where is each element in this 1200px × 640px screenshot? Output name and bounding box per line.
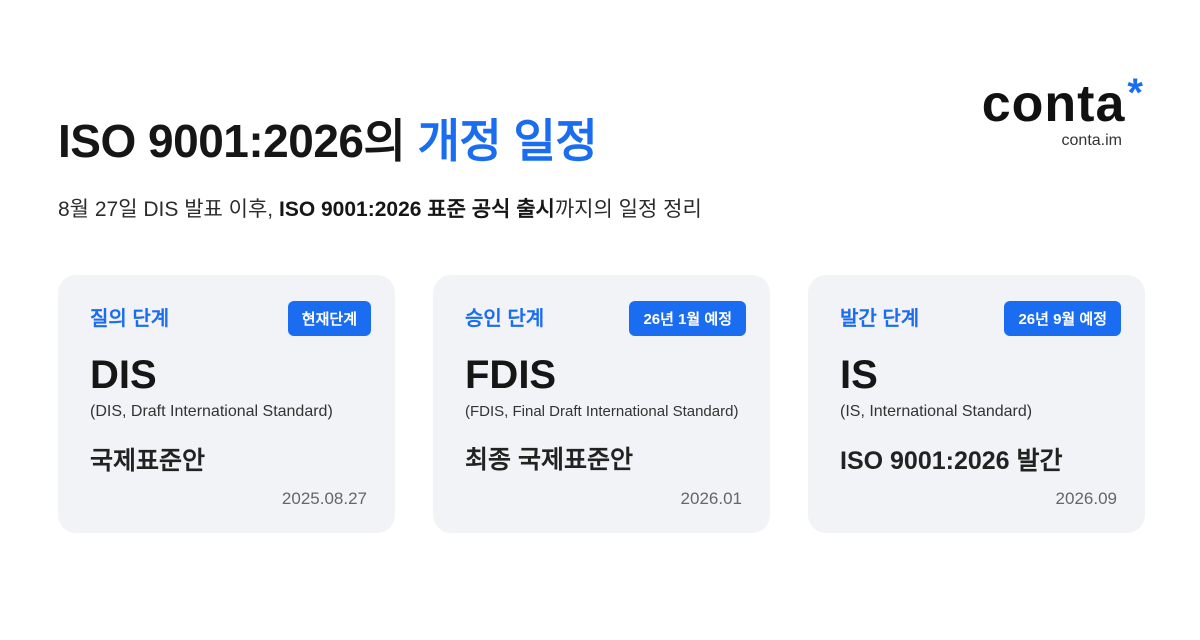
stage-card-is: 발간 단계 26년 9월 예정 IS (IS, International St… [808, 275, 1145, 533]
subtitle-pre: 8월 27일 DIS 발표 이후, [58, 198, 279, 221]
status-badge: 26년 1월 예정 [629, 301, 746, 336]
stage-label: 질의 단계 [90, 308, 170, 330]
stage-full-name: (DIS, Draft International Standard) [90, 403, 333, 420]
stage-code: FDIS [465, 353, 557, 397]
logo-domain: conta.im [1061, 132, 1122, 149]
status-badge: 현재단계 [287, 301, 371, 336]
page-title: ISO 9001:2026의 개정 일정 [58, 112, 598, 170]
stage-label: 승인 단계 [465, 308, 545, 330]
page-subtitle: 8월 27일 DIS 발표 이후, ISO 9001:2026 표준 공식 출시… [58, 193, 702, 223]
logo-wordmark: conta* [981, 71, 1144, 133]
logo-star-icon: * [1127, 71, 1144, 115]
stage-date: 2026.09 [1055, 489, 1117, 508]
stage-korean-name: 국제표준안 [90, 447, 206, 475]
stage-code: DIS [90, 353, 157, 397]
subtitle-post: 까지의 일정 정리 [554, 198, 702, 221]
conta-logo: conta* conta.im [981, 71, 1144, 150]
title-accent: 개정 일정 [417, 115, 598, 167]
stage-date: 2026.01 [680, 489, 742, 508]
stage-korean-name: 최종 국제표준안 [465, 446, 633, 474]
schedule-cards: 질의 단계 현재단계 DIS (DIS, Draft International… [58, 275, 1145, 533]
stage-korean-name: ISO 9001:2026 발간 [840, 447, 1063, 475]
title-main: ISO 9001:2026의 [58, 115, 418, 167]
subtitle-bold: ISO 9001:2026 표준 공식 출시 [278, 198, 555, 221]
stage-full-name: (IS, International Standard) [840, 403, 1033, 420]
stage-card-fdis: 승인 단계 26년 1월 예정 FDIS (FDIS, Final Draft … [433, 275, 770, 533]
logo-word: conta [981, 75, 1126, 133]
stage-full-name: (FDIS, Final Draft International Standar… [465, 403, 739, 420]
stage-card-dis: 질의 단계 현재단계 DIS (DIS, Draft International… [58, 275, 395, 533]
stage-date: 2025.08.27 [281, 489, 367, 508]
stage-code: IS [840, 353, 878, 397]
stage-label: 발간 단계 [840, 308, 920, 330]
status-badge: 26년 9월 예정 [1004, 301, 1121, 336]
